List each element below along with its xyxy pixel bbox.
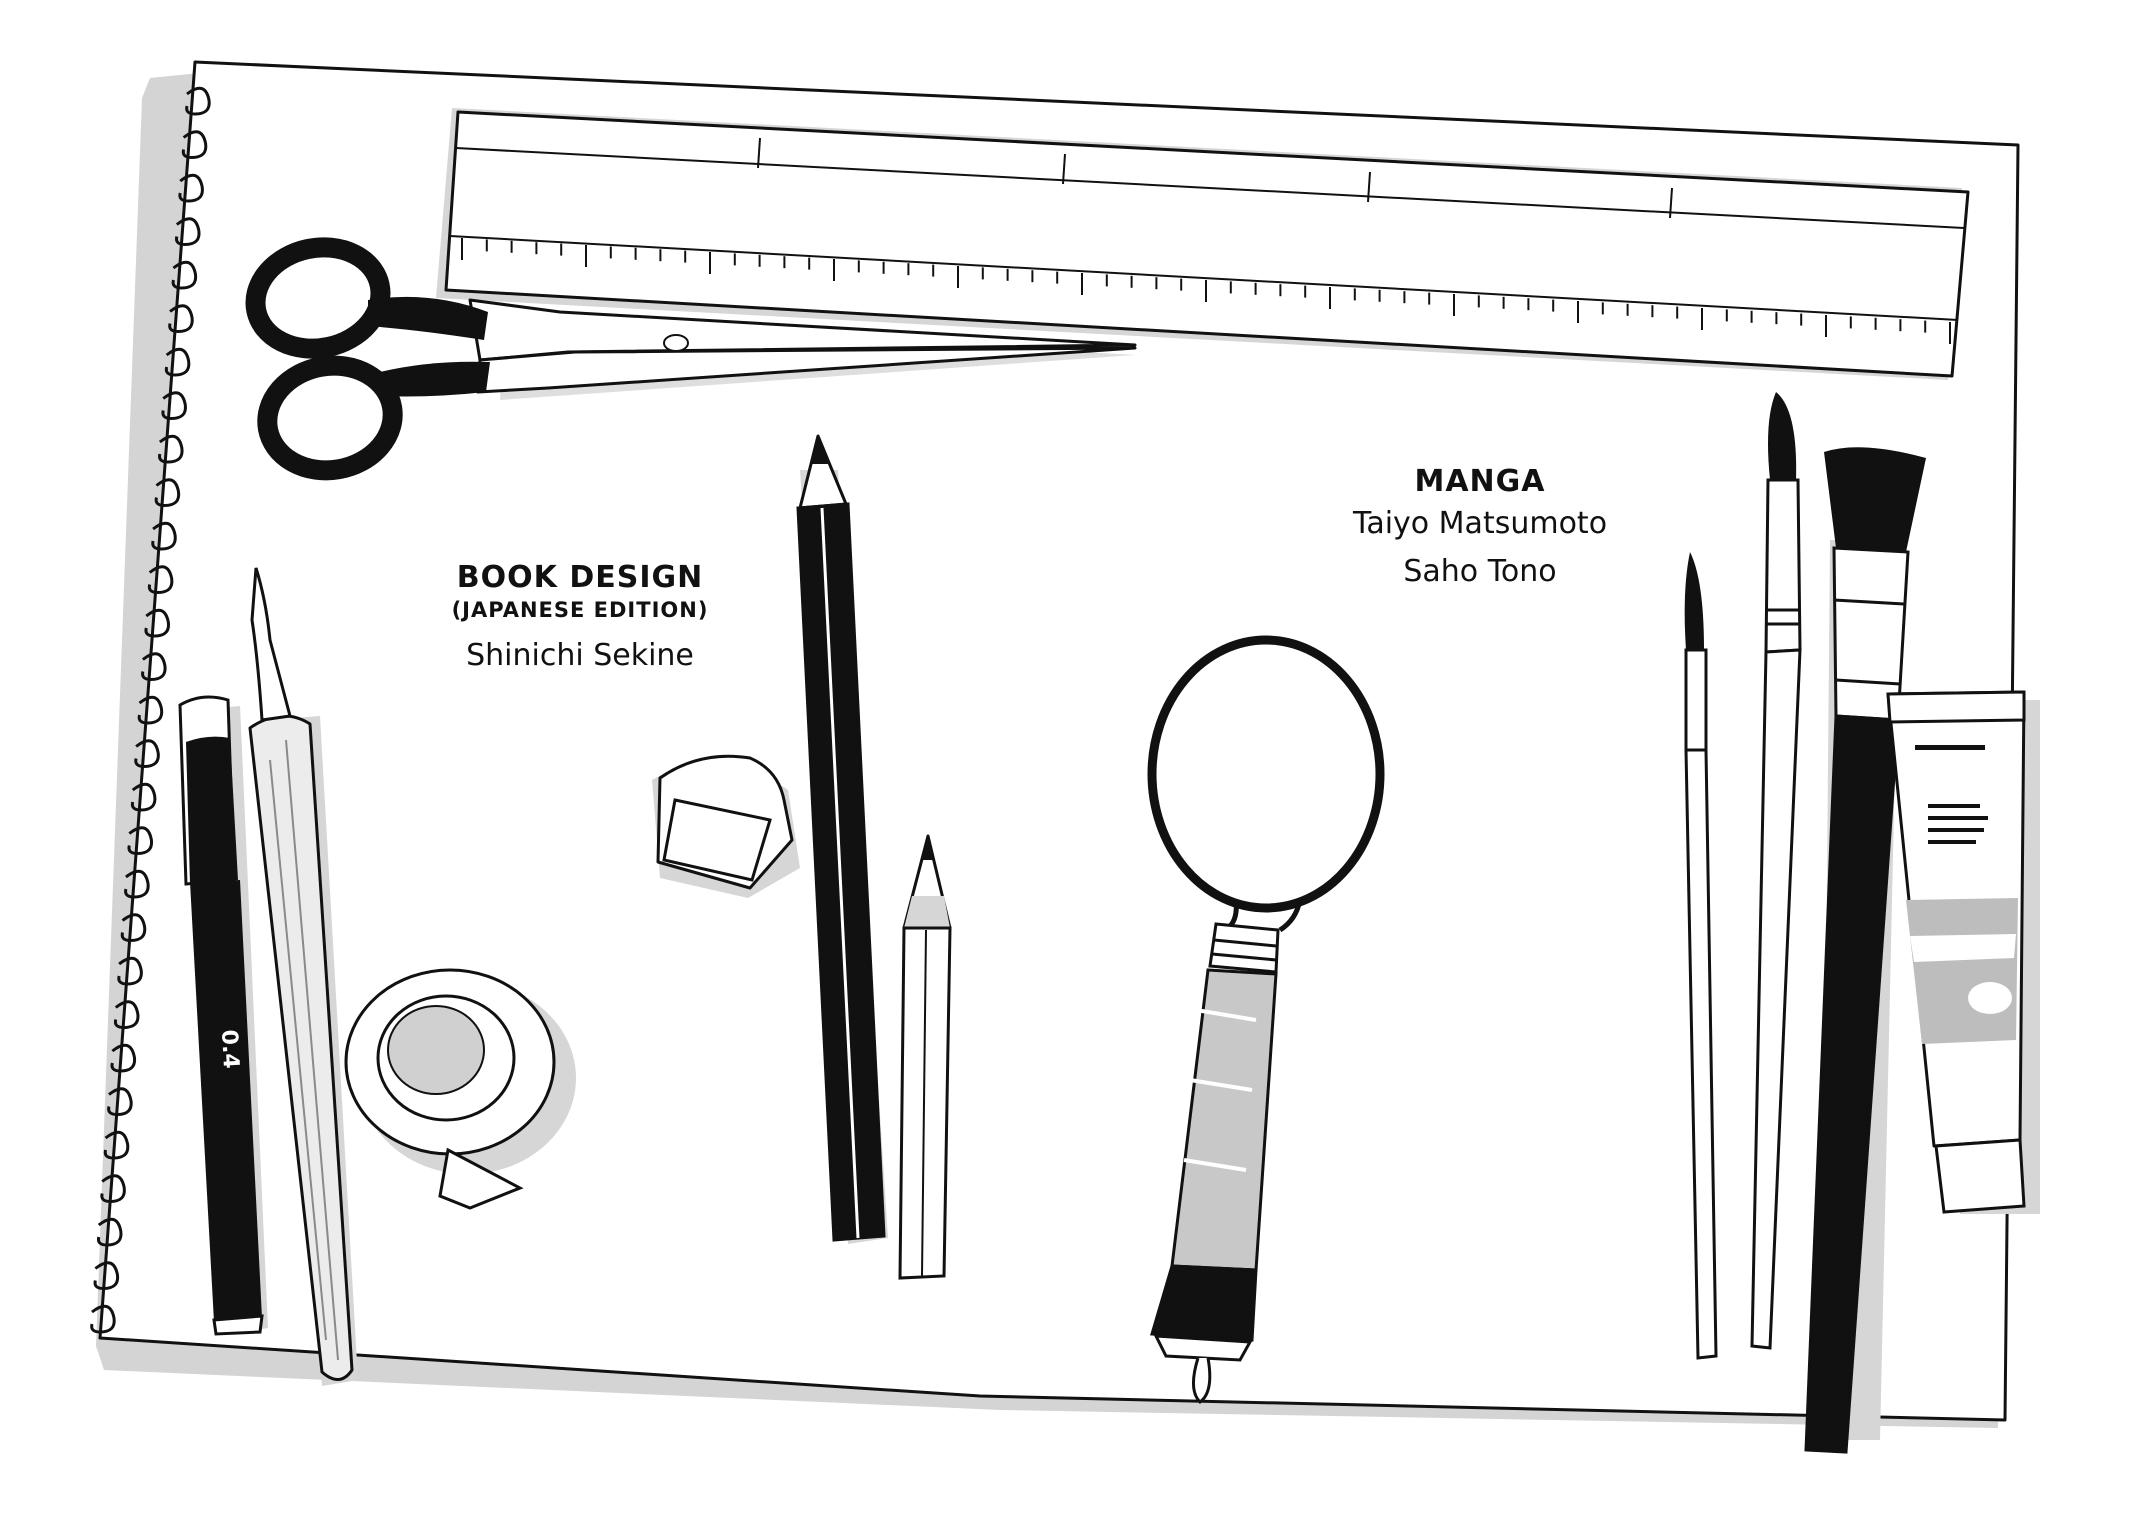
tape-end bbox=[438, 1147, 524, 1210]
pen-body bbox=[190, 880, 262, 1322]
spiral-ring bbox=[134, 739, 160, 769]
dip-pen bbox=[248, 567, 358, 1386]
magnifier-tassel bbox=[1150, 1264, 1258, 1342]
spiral-ring bbox=[141, 652, 167, 682]
thin-brush-handle bbox=[1684, 748, 1718, 1360]
spiral-ring bbox=[158, 434, 184, 464]
eraser bbox=[652, 754, 800, 898]
brushes bbox=[1684, 392, 1926, 1454]
spiral-ring bbox=[185, 86, 211, 116]
scissors-blade-upper bbox=[468, 298, 1137, 362]
ruler bbox=[436, 108, 1970, 380]
scissors-handle-neck-upper bbox=[368, 296, 488, 340]
spiral-ring bbox=[127, 826, 154, 856]
thin-brush bbox=[1684, 552, 1718, 1360]
large-brush-handle bbox=[1804, 714, 1900, 1454]
magnifier-collar bbox=[1208, 922, 1280, 974]
spiral-ring bbox=[90, 1304, 116, 1334]
short-pencil bbox=[898, 834, 952, 1280]
large-brush-bristles bbox=[1824, 447, 1926, 552]
medium-brush bbox=[1750, 392, 1802, 1350]
medium-brush-handle bbox=[1750, 648, 1802, 1350]
scissors-handle-upper bbox=[245, 237, 391, 359]
spiral-ring bbox=[120, 913, 147, 943]
book-design-subheading: (JAPANESE EDITION) bbox=[451, 598, 709, 622]
book-design-credit: BOOK DESIGN (JAPANESE EDITION) Shinichi … bbox=[380, 560, 780, 680]
spiral-ring bbox=[100, 1174, 126, 1204]
large-brush bbox=[1804, 447, 1926, 1454]
magnifier-lens bbox=[1147, 635, 1385, 913]
spiral-ring bbox=[103, 1130, 130, 1160]
technical-pen: 0.4 bbox=[178, 695, 268, 1336]
manga-author-name: Saho Tono bbox=[1403, 554, 1557, 589]
spiral-ring bbox=[175, 217, 201, 247]
spiral-ring bbox=[161, 391, 187, 421]
spiral-ring bbox=[117, 956, 143, 986]
book-designer-name: Shinichi Sekine bbox=[466, 638, 694, 673]
scissors-handle-neck-lower bbox=[380, 361, 490, 397]
dip-pen-nib bbox=[250, 567, 292, 722]
paint-tube-label-marks bbox=[1915, 745, 1988, 844]
spiral-ring bbox=[168, 304, 194, 334]
spiral-ring bbox=[113, 1000, 140, 1030]
spiral-ring bbox=[151, 521, 177, 551]
scissors-handle-lower bbox=[257, 355, 403, 481]
paint-tube bbox=[1886, 690, 2040, 1214]
paint-tube-cap bbox=[1934, 1138, 2026, 1214]
spiral-ring bbox=[181, 130, 208, 160]
spiral-ring bbox=[137, 695, 164, 725]
spiral-ring bbox=[96, 1217, 123, 1247]
spiral-binding bbox=[90, 86, 211, 1334]
black-pencil bbox=[796, 434, 888, 1244]
sketchbook-sheet bbox=[98, 60, 2020, 1422]
ruler-body bbox=[444, 110, 1970, 378]
spiral-ring bbox=[147, 565, 174, 595]
ruler-ticks bbox=[461, 238, 1951, 344]
spiral-ring bbox=[107, 1087, 133, 1117]
spiral-ring bbox=[164, 347, 191, 377]
scissors bbox=[245, 237, 1137, 481]
spiral-ring bbox=[130, 782, 157, 812]
book-design-heading: BOOK DESIGN bbox=[456, 560, 704, 595]
spiral-ring bbox=[93, 1261, 120, 1291]
paint-tube-band bbox=[1906, 898, 2018, 1044]
manga-credit: MANGA Taiyo Matsumoto Saho Tono bbox=[1330, 464, 1630, 596]
magnifying-glass bbox=[1147, 635, 1385, 1404]
spiral-ring bbox=[154, 478, 181, 508]
pen-size-label: 0.4 bbox=[216, 1029, 243, 1069]
spiral-ring bbox=[171, 260, 198, 290]
manga-author-name: Taiyo Matsumoto bbox=[1352, 506, 1608, 541]
spiral-ring bbox=[124, 869, 150, 899]
spiral-ring bbox=[110, 1043, 137, 1073]
manga-heading: MANGA bbox=[1414, 464, 1546, 499]
spiral-ring bbox=[178, 173, 204, 203]
masking-tape bbox=[344, 968, 576, 1210]
spiral-ring bbox=[144, 608, 171, 638]
